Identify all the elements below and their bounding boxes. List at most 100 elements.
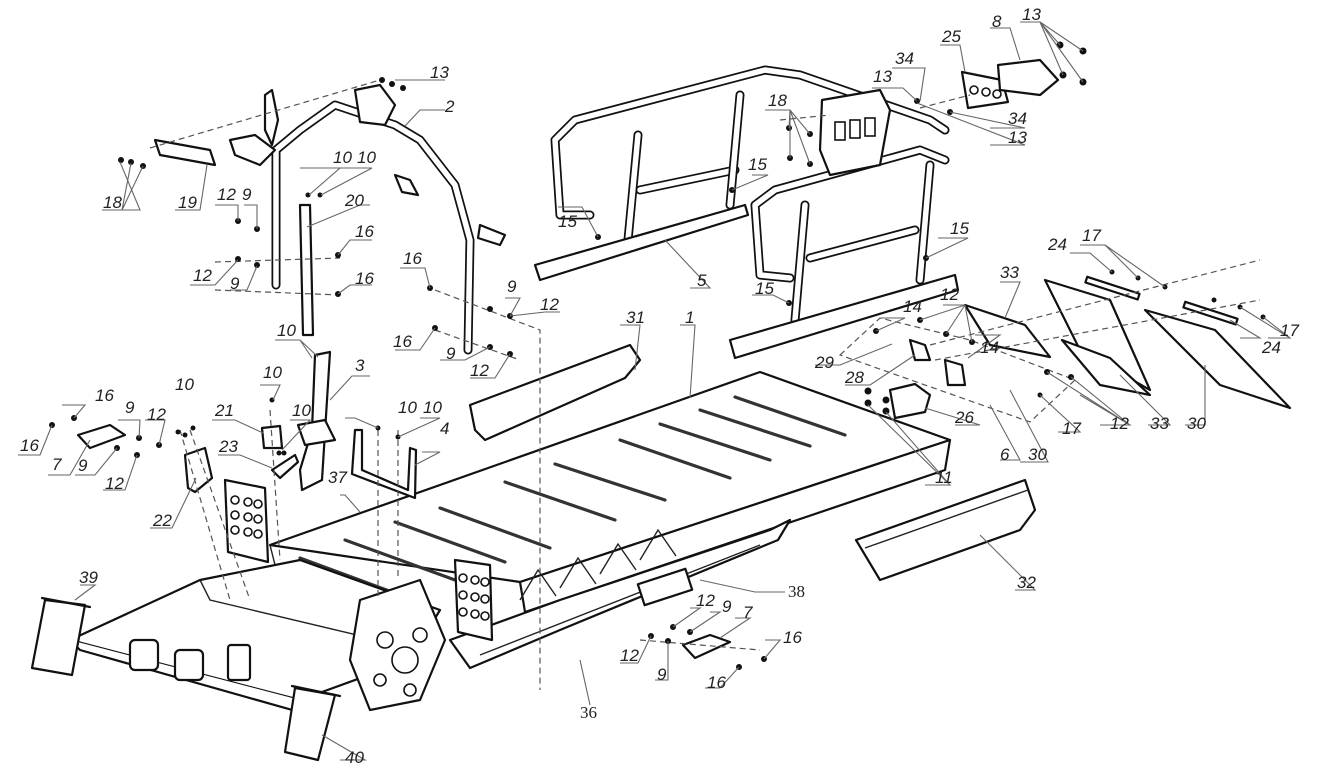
part-mudflap-33-right: [1060, 338, 1152, 397]
callout-29: 29: [814, 353, 834, 372]
callout-30: 30: [1187, 414, 1206, 433]
callout-14: 14: [903, 297, 922, 316]
callout-20: 20: [344, 191, 364, 210]
part-bracket-23: [270, 453, 300, 480]
callout-10: 10: [357, 148, 376, 167]
callout-10: 10: [398, 398, 417, 417]
part-taillight-25: [960, 70, 1010, 110]
callout-9: 9: [230, 274, 240, 293]
callout-12: 12: [940, 285, 959, 304]
part-footrest-7-left: [76, 423, 127, 450]
part-front-flap-right: [283, 684, 342, 762]
part-strip-24-left: [1084, 275, 1141, 301]
callout-24: 24: [1261, 338, 1281, 357]
callout-25: 25: [941, 27, 961, 46]
callout-9: 9: [722, 597, 732, 616]
callout-10: 10: [292, 401, 311, 420]
callout-9: 9: [446, 344, 456, 363]
part-bracket-4: [350, 428, 418, 500]
part-post-3: [296, 350, 337, 492]
part-rear-light-box: [818, 88, 892, 177]
callout-37: 37: [328, 468, 347, 487]
callout-1: 1: [685, 308, 694, 327]
callout-12: 12: [540, 295, 559, 314]
part-bracket-19: [153, 138, 217, 167]
callout-12: 12: [105, 474, 124, 493]
callout-24: 24: [1047, 235, 1067, 254]
callout-5: 5: [697, 271, 707, 290]
callout-16: 16: [20, 436, 39, 455]
callout-36: 36: [580, 703, 597, 722]
callout-10: 10: [277, 321, 296, 340]
part-footrest-7-right: [681, 633, 732, 660]
callout-12: 12: [470, 361, 489, 380]
callout-9: 9: [125, 398, 135, 417]
part-panel-32: [854, 478, 1037, 582]
part-seat-plate: [223, 478, 494, 642]
callout-leaders: [18, 21, 1292, 761]
callout-labels: 13 2 18 19 10 10 20 12 9 16 12 9 16 16 9…: [20, 5, 1299, 767]
floor-ribs: [298, 395, 847, 597]
callout-33: 33: [1150, 414, 1169, 433]
callout-15: 15: [748, 155, 767, 174]
part-bracket-22: [183, 446, 214, 494]
callout-10: 10: [175, 375, 194, 394]
part-front-flap-left: [30, 596, 92, 677]
callout-13: 13: [873, 67, 892, 86]
callout-18: 18: [103, 193, 122, 212]
part-strip-24-right: [1182, 300, 1239, 326]
callout-12: 12: [193, 266, 212, 285]
callout-13: 13: [430, 63, 449, 82]
callout-15: 15: [755, 279, 774, 298]
callout-6: 6: [1000, 445, 1010, 464]
callout-8: 8: [992, 12, 1002, 31]
part-hitch-plate-6: [838, 317, 1077, 423]
callout-12: 12: [620, 646, 639, 665]
part-rear-rack: [533, 65, 960, 360]
callout-15: 15: [950, 219, 969, 238]
part-strip-20: [298, 203, 315, 337]
callout-2: 2: [444, 97, 455, 116]
callout-3: 3: [355, 356, 365, 375]
callout-34: 34: [1008, 109, 1027, 128]
callout-9: 9: [242, 185, 252, 204]
part-side-rail: [448, 518, 792, 670]
callout-16: 16: [355, 222, 374, 241]
callout-18: 18: [768, 91, 787, 110]
callout-30: 30: [1028, 445, 1047, 464]
callout-7: 7: [743, 603, 753, 622]
callout-10: 10: [263, 363, 282, 382]
callout-19: 19: [178, 193, 197, 212]
callout-22: 22: [152, 511, 172, 530]
callout-12: 12: [696, 591, 715, 610]
callout-16: 16: [393, 332, 412, 351]
part-mudflap-30-right: [1143, 308, 1292, 410]
callout-31: 31: [626, 308, 645, 327]
callout-16: 16: [783, 628, 802, 647]
part-mudflap-30: [1043, 278, 1152, 392]
callout-10: 10: [333, 148, 352, 167]
part-floor-pan: [268, 370, 952, 614]
callout-13: 13: [1022, 5, 1041, 24]
callout-17: 17: [1280, 321, 1299, 340]
callout-10: 10: [423, 398, 442, 417]
part-front-frame: [68, 558, 447, 717]
part-front-hoop: [228, 83, 507, 355]
callout-39: 39: [79, 568, 98, 587]
callout-28: 28: [844, 368, 864, 387]
callout-11: 11: [935, 468, 953, 487]
callout-16: 16: [95, 386, 114, 405]
callout-17: 17: [1062, 419, 1081, 438]
callout-12: 12: [217, 185, 236, 204]
callout-40: 40: [345, 748, 364, 767]
callout-32: 32: [1017, 573, 1036, 592]
callout-16: 16: [403, 249, 422, 268]
callout-23: 23: [218, 437, 238, 456]
callout-34: 34: [895, 49, 914, 68]
part-bracket-21: [260, 424, 284, 450]
callout-21: 21: [214, 401, 234, 420]
callout-15: 15: [558, 212, 577, 231]
callout-16: 16: [707, 673, 726, 692]
